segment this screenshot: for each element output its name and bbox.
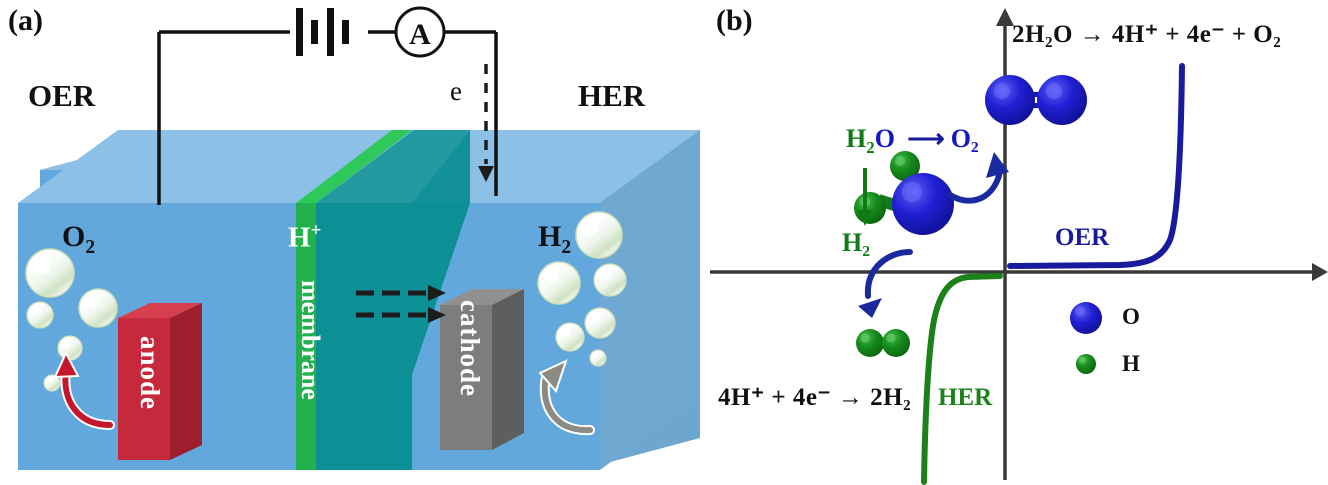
h2o-o-atom [892,173,954,235]
oer-equation: 2H₂O → 4H⁺ + 4e⁻ + O₂ [1012,21,1282,48]
legend-h-sphere [1076,354,1096,374]
h2o-to-o2-annotation: H2O ⟶O₂ [846,126,979,157]
panel-a-tag: (a) [8,4,43,37]
h2o-sub: 2 [866,138,875,158]
oer-curve-label: OER [1055,224,1110,251]
legend-h-label: H [1122,351,1140,376]
h2-product-annotation: H₂ [842,228,871,257]
y-axis-arrowhead [996,8,1014,26]
proton-label: H+ [288,220,322,254]
electron-label: e [450,76,462,106]
panel-b-tag: (b) [716,4,753,37]
h2-down-arrow-icon [858,168,872,226]
hydrogen-gas-label-h: H [538,220,562,253]
oxygen-gas-label-sub: 2 [85,237,96,258]
proton-label-charge: + [310,220,322,241]
h2-molecule [856,329,910,357]
oxygen-gas-label-o: O [62,220,86,253]
her-curve-label: HER [938,384,993,411]
x-axis-arrowhead [1312,263,1328,281]
her-equation: 4H⁺ + 4e⁻ → 2H₂ [718,384,912,411]
external-circuit: A [157,6,498,205]
cathode-label: cathode [455,300,485,397]
h2o-molecule [854,151,954,235]
oer-curve [1007,63,1185,269]
her-title-label: HER [578,78,646,113]
legend-o-label: O [1122,304,1140,329]
oxygen-gas-label: O2 [62,222,95,258]
oer-title-label: OER [28,78,96,113]
polarization-curve-chart [710,8,1328,485]
reaction-arrow-icon: ⟶ [907,124,945,153]
hydrogen-gas-label: H2 [538,222,571,258]
electrolysis-cell-body [18,130,700,470]
h2o-h-part: H [846,124,867,153]
anode-label: anode [135,336,165,411]
o2-molecule [985,75,1087,125]
o2-product-label: O₂ [950,124,979,153]
ammeter-label-text: A [409,18,431,51]
hydrogen-gas-label-sub: 2 [561,237,572,258]
h2o-o-part: O [874,124,895,153]
h2-transfer-arrow [864,249,913,299]
legend-o-sphere [1070,302,1102,334]
o2-transfer-arrow [947,169,1003,204]
her-curve [921,273,1003,485]
proton-label-h: H [288,221,311,254]
membrane-label: membrane [296,280,325,400]
